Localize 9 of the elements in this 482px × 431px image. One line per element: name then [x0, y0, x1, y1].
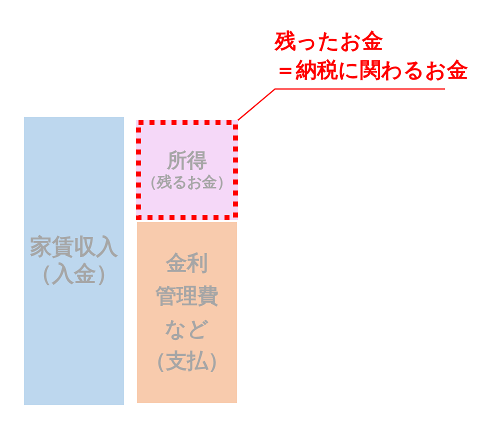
- leader-line: [236, 88, 445, 122]
- bar-label: 家賃収入（入金）: [30, 234, 118, 288]
- callout-text: 残ったお金＝納税に関わるお金: [275, 27, 475, 89]
- income-block: [136, 120, 238, 220]
- income-bar: [24, 117, 124, 405]
- block-heading: 所得: [167, 147, 207, 174]
- block-subtext: （残るお金）: [142, 173, 232, 193]
- bar-label: 金利管理費など（支払）: [145, 250, 229, 376]
- expense-bar: [137, 222, 237, 403]
